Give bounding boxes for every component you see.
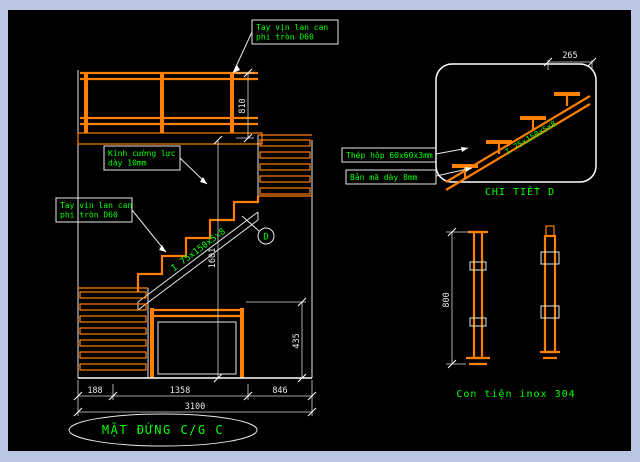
annotation-glass: Kính cường lực dày 10mm (103, 145, 208, 185)
annotation-handrail-top: Tay vịn lan can phi tròn D60 (232, 19, 339, 74)
dim-flight-height: 1601 (208, 248, 218, 268)
dim-seg2: 1358 (170, 386, 190, 396)
dimension-lines: 188 1358 846 3100 810 1601 435 (73, 68, 317, 417)
detail-title-text: CHI TIẾT D (485, 185, 555, 198)
annotation-text: dày 10mm (108, 159, 147, 168)
leader-arrow (461, 147, 468, 152)
baluster-height-dimension: 800 (442, 227, 470, 369)
annotation-text: phi tròn D60 (256, 32, 314, 42)
detail-callout: D (241, 215, 275, 245)
annotation-text: phi tròn D60 (60, 210, 118, 220)
lower-steps-section (78, 287, 149, 378)
lower-railing (150, 308, 244, 378)
dim-seg3: 846 (272, 386, 287, 396)
baluster-a (466, 230, 490, 366)
cad-canvas (8, 10, 631, 451)
landing-floor-slab (77, 132, 263, 145)
stair-steps (136, 196, 260, 292)
annotation-text: Bản mã dày 8mm (350, 172, 418, 182)
detail-top-dimension: 265 (543, 51, 597, 70)
annotation-gusset-plate: Bản mã dày 8mm (345, 167, 473, 185)
main-title-text: MẶT ĐỨNG C/G C (102, 422, 224, 437)
annotation-text: Kính cường lực (108, 148, 176, 158)
main-view: I 75x150x5x8 D (55, 19, 339, 447)
annotation-text: Tay vịn lan can (60, 201, 132, 210)
glass-panel (157, 321, 237, 375)
stair-flight (136, 196, 260, 311)
baluster-label-text: Con tiện inox 304 (456, 388, 575, 400)
dim-seg1: 188 (87, 386, 102, 396)
dim-lower-height: 435 (292, 333, 302, 348)
dim-total: 3100 (185, 402, 205, 412)
baluster-b (540, 225, 560, 360)
annotation-handrail-left: Tay vịn lan can phi tròn D60 (55, 197, 167, 253)
leader-arrow (233, 65, 240, 73)
baluster-view: 800 Con tiện inox 304 (442, 225, 575, 400)
dim-rail-height: 810 (238, 98, 248, 113)
annotation-text: Thép hộp 60x60x3mm (346, 150, 433, 160)
annotation-text: Tay vịn lan can (256, 23, 328, 32)
detail-callout-letter: D (263, 233, 268, 243)
leader-arrow (159, 245, 166, 252)
title-ellipse (68, 413, 258, 447)
stringer-bottom (137, 219, 259, 311)
leader-arrow (465, 167, 472, 172)
right-landing-section (257, 134, 312, 197)
detail-callout-circle (257, 227, 275, 245)
dim-800: 800 (442, 292, 452, 307)
stringer-top (137, 211, 259, 303)
detail-stringer (445, 95, 591, 191)
leader-arrow (200, 177, 207, 184)
annotation-box-steel: Thép hộp 60x60x3mm (341, 147, 469, 163)
wall-lines (77, 70, 313, 378)
main-view-title: MẶT ĐỨNG C/G C (68, 413, 258, 447)
detail-border (435, 63, 597, 183)
upper-railing (80, 71, 258, 133)
dim-265: 265 (562, 51, 577, 61)
